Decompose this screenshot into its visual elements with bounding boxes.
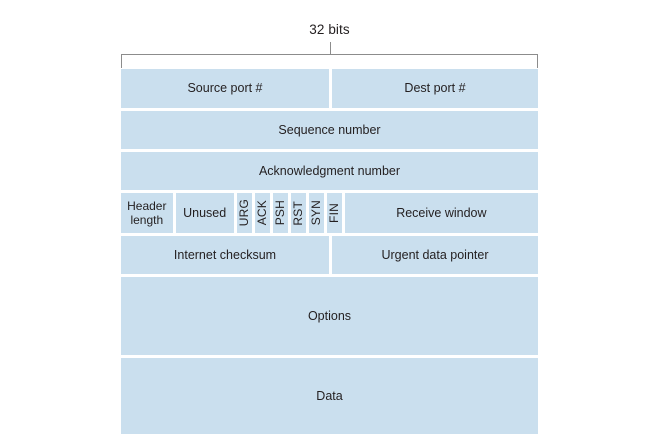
- flag-ack-label: ACK: [255, 200, 270, 226]
- field-flag-ack: ACK: [254, 193, 270, 233]
- field-header-length: Header length: [121, 193, 173, 233]
- row-options: Options: [121, 277, 538, 355]
- header-field-grid: Source port # Dest port # Sequence numbe…: [121, 69, 538, 437]
- row-sequence-number: Sequence number: [121, 111, 538, 149]
- field-flag-rst: RST: [290, 193, 306, 233]
- field-flag-urg: URG: [236, 193, 252, 233]
- flag-fin-label: FIN: [327, 203, 342, 223]
- width-bracket: [121, 54, 538, 68]
- field-internet-checksum: Internet checksum: [121, 236, 329, 274]
- width-label: 32 bits: [309, 22, 350, 37]
- field-flag-fin: FIN: [326, 193, 342, 233]
- flag-syn-label: SYN: [309, 200, 324, 226]
- field-flag-psh: PSH: [272, 193, 288, 233]
- row-ports: Source port # Dest port #: [121, 69, 538, 108]
- field-source-port: Source port #: [121, 69, 329, 108]
- field-urgent-data-pointer: Urgent data pointer: [332, 236, 538, 274]
- field-sequence-number: Sequence number: [121, 111, 538, 149]
- row-checksum: Internet checksum Urgent data pointer: [121, 236, 538, 274]
- width-center-tick-icon: [329, 42, 332, 55]
- field-data: Data: [121, 358, 538, 434]
- field-dest-port: Dest port #: [332, 69, 538, 108]
- flag-psh-label: PSH: [273, 200, 288, 226]
- field-receive-window: Receive window: [344, 193, 538, 233]
- row-data: Data: [121, 358, 538, 434]
- flag-rst-label: RST: [291, 200, 306, 226]
- row-flags: Header length Unused URG ACK PSH RST SYN…: [121, 193, 538, 233]
- row-acknowledgment-number: Acknowledgment number: [121, 152, 538, 190]
- flag-urg-label: URG: [237, 199, 252, 227]
- header-length-line-1: Header: [127, 198, 167, 213]
- field-flag-syn: SYN: [308, 193, 324, 233]
- header-length-line-2: length: [130, 213, 164, 227]
- field-acknowledgment-number: Acknowledgment number: [121, 152, 538, 190]
- field-unused: Unused: [175, 193, 234, 233]
- field-options: Options: [121, 277, 538, 355]
